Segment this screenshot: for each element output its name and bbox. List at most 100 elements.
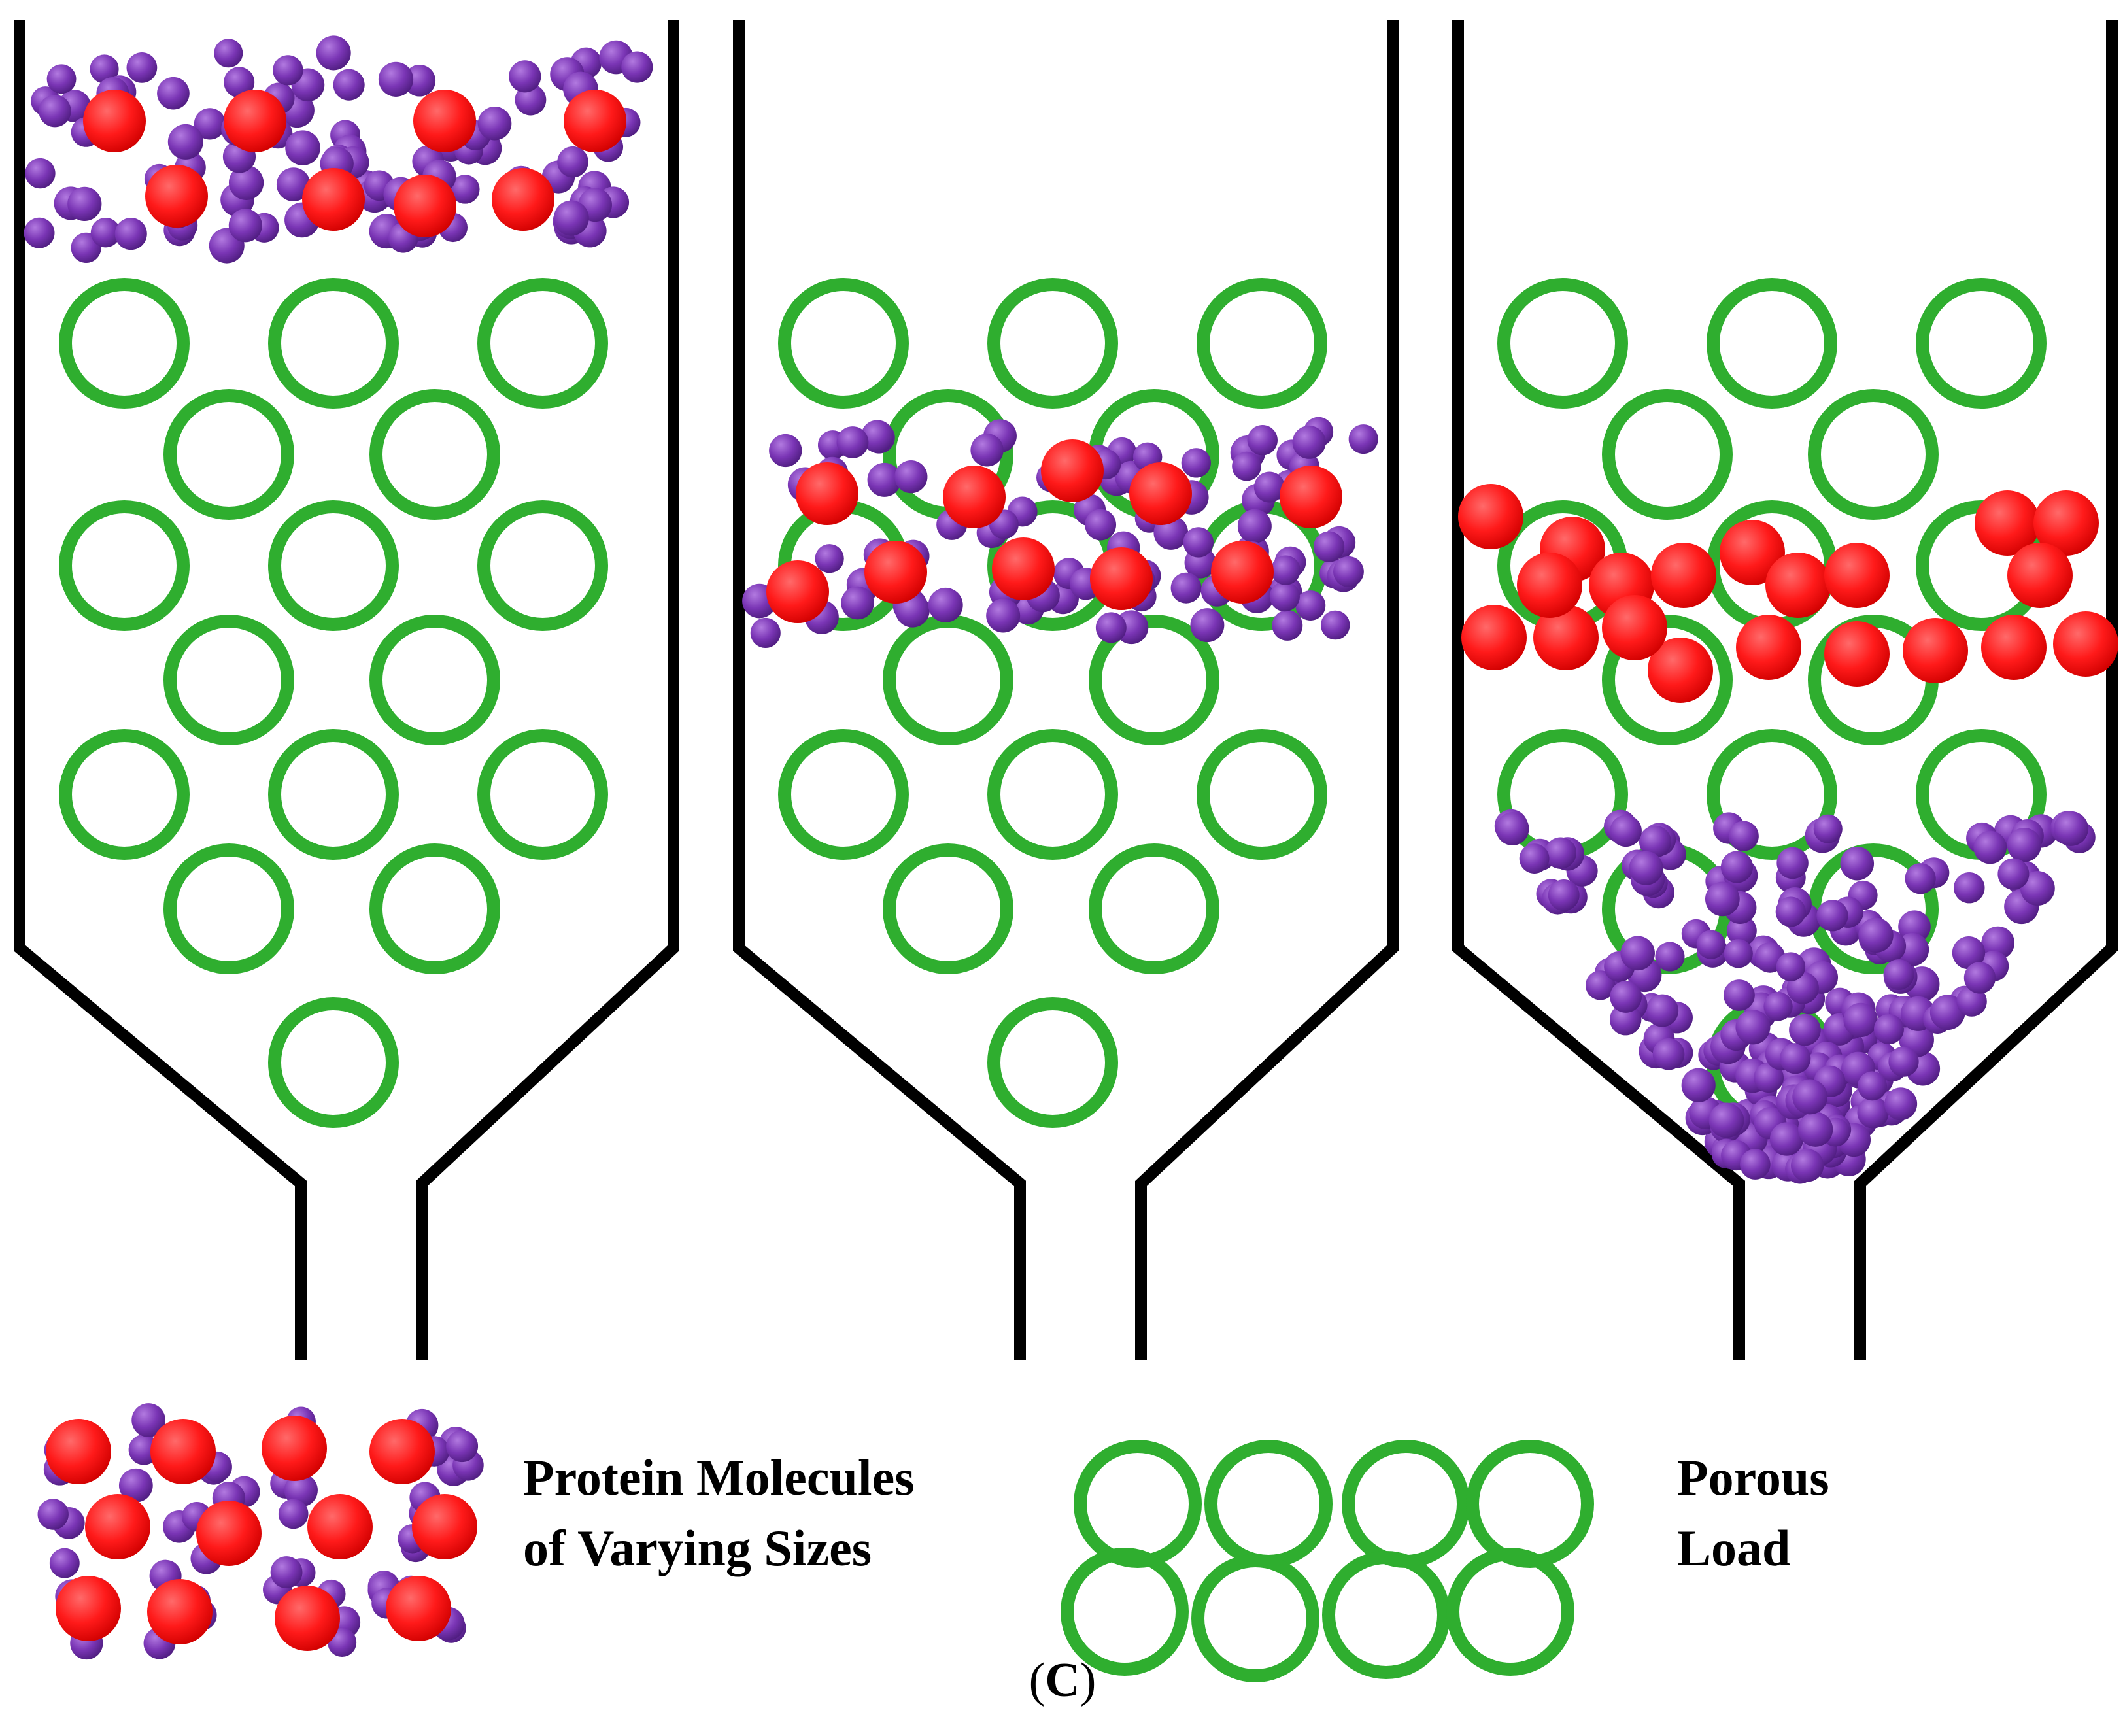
porous-bead-ring-icon: [163, 615, 294, 745]
porous-bead-ring-icon: [268, 729, 399, 860]
large-protein-dot-icon: [1824, 543, 1890, 608]
small-protein-dot-icon: [276, 167, 311, 201]
small-protein-dot-icon: [270, 1556, 303, 1588]
small-protein-dot-icon: [1696, 930, 1726, 959]
small-protein-dot-icon: [928, 587, 963, 622]
small-protein-dot-icon: [1724, 939, 1753, 968]
small-protein-dot-icon: [1858, 917, 1894, 953]
large-protein-dot-icon: [1211, 541, 1274, 604]
large-protein-dot-icon: [147, 1579, 212, 1644]
small-protein-dot-icon: [285, 130, 320, 165]
small-protein-dot-icon: [553, 200, 589, 236]
large-protein-dot-icon: [1517, 553, 1582, 618]
porous-bead-ring-icon: [778, 729, 909, 860]
small-protein-dot-icon: [1705, 881, 1740, 917]
small-protein-dot-icon: [1776, 952, 1806, 981]
legend-porous-line2: Load: [1677, 1520, 1791, 1576]
small-protein-dot-icon: [1964, 962, 1996, 994]
small-protein-dot-icon: [1840, 846, 1875, 881]
porous-bead-ring-icon: [1197, 278, 1327, 409]
small-protein-dot-icon: [1720, 851, 1753, 883]
small-protein-dot-icon: [1780, 1043, 1811, 1074]
small-protein-dot-icon: [67, 186, 102, 221]
small-protein-dot-icon: [836, 426, 869, 458]
small-protein-dot-icon: [1954, 872, 1985, 904]
small-protein-dot-icon: [1655, 942, 1685, 972]
small-protein-dot-icon: [224, 67, 255, 98]
porous-bead-ring-icon: [883, 843, 1013, 974]
small-protein-dot-icon: [1292, 425, 1326, 459]
small-protein-dot-icon: [1873, 1014, 1904, 1044]
small-protein-dot-icon: [1586, 970, 1616, 1000]
small-protein-dot-icon: [1973, 830, 2007, 864]
small-protein-dot-icon: [1797, 1112, 1833, 1147]
porous-bead-ring-icon: [1602, 389, 1733, 520]
small-protein-dot-icon: [1708, 1102, 1744, 1138]
small-protein-dot-icon: [1183, 527, 1214, 558]
small-protein-dot-icon: [1740, 1149, 1771, 1180]
small-protein-dot-icon: [1333, 556, 1364, 587]
small-protein-dot-icon: [1639, 825, 1671, 858]
small-protein-dot-icon: [24, 217, 55, 248]
small-protein-dot-icon: [1905, 863, 1936, 894]
small-protein-dot-icon: [1652, 1038, 1685, 1070]
small-protein-dot-icon: [621, 51, 653, 83]
small-protein-dot-icon: [25, 158, 56, 189]
small-protein-dot-icon: [841, 586, 874, 620]
column-outline-icon: [733, 20, 1026, 1360]
small-protein-dot-icon: [278, 1499, 309, 1529]
small-protein-dot-icon: [1610, 815, 1642, 847]
legend-porous-line1: Porous: [1677, 1449, 1829, 1506]
small-protein-dot-icon: [894, 460, 928, 494]
porous-bead-ring-icon: [369, 615, 500, 745]
small-protein-dot-icon: [769, 434, 802, 468]
small-protein-dot-icon: [1170, 572, 1202, 604]
small-protein-dot-icon: [1723, 979, 1755, 1011]
porous-bead-ring-icon: [987, 997, 1118, 1128]
small-protein-dot-icon: [1769, 1122, 1804, 1156]
large-protein-dot-icon: [412, 1494, 477, 1559]
small-protein-dot-icon: [46, 64, 76, 94]
small-protein-dot-icon: [131, 1403, 165, 1437]
small-protein-dot-icon: [1998, 858, 2030, 890]
small-protein-dot-icon: [2053, 811, 2088, 846]
porous-bead-ring-icon: [1707, 729, 1837, 860]
large-protein-dot-icon: [1041, 439, 1104, 502]
small-protein-dot-icon: [1775, 896, 1806, 927]
small-protein-dot-icon: [986, 598, 1021, 633]
large-protein-dot-icon: [2053, 611, 2118, 677]
small-protein-dot-icon: [867, 462, 902, 497]
porous-bead-ring-icon: [1322, 1551, 1450, 1679]
porous-bead-ring-icon: [987, 729, 1118, 860]
large-protein-dot-icon: [1903, 618, 1968, 683]
small-protein-dot-icon: [1883, 959, 1914, 990]
legend-protein-line1: Protein Molecules: [523, 1449, 915, 1506]
large-protein-dot-icon: [2007, 543, 2073, 608]
small-protein-dot-icon: [1269, 581, 1300, 612]
large-protein-dot-icon: [2033, 490, 2099, 556]
small-protein-dot-icon: [970, 434, 1004, 467]
small-protein-dot-icon: [273, 55, 303, 86]
large-protein-dot-icon: [492, 168, 554, 231]
small-protein-dot-icon: [333, 69, 365, 101]
porous-bead-ring-icon: [59, 500, 190, 631]
figure-label: (C): [997, 1653, 1128, 1709]
large-protein-dot-icon: [196, 1501, 262, 1566]
figure-label-open: (: [1028, 1654, 1046, 1707]
large-protein-dot-icon: [224, 90, 286, 152]
small-protein-dot-icon: [228, 209, 262, 243]
small-protein-dot-icon: [1952, 936, 1986, 970]
legend-porous-label: Porous Load: [1677, 1442, 1952, 1584]
small-protein-dot-icon: [114, 218, 147, 250]
small-protein-dot-icon: [157, 77, 190, 110]
small-protein-dot-icon: [1681, 1068, 1716, 1102]
column-outline-icon: [1135, 20, 1399, 1360]
large-protein-dot-icon: [1533, 605, 1599, 670]
large-protein-dot-icon: [302, 168, 365, 231]
large-protein-dot-icon: [46, 1419, 111, 1484]
small-protein-dot-icon: [1888, 1046, 1919, 1077]
small-protein-dot-icon: [1610, 1004, 1642, 1036]
small-protein-dot-icon: [1620, 936, 1655, 971]
small-protein-dot-icon: [1295, 590, 1326, 621]
porous-bead-ring-icon: [1808, 389, 1939, 520]
